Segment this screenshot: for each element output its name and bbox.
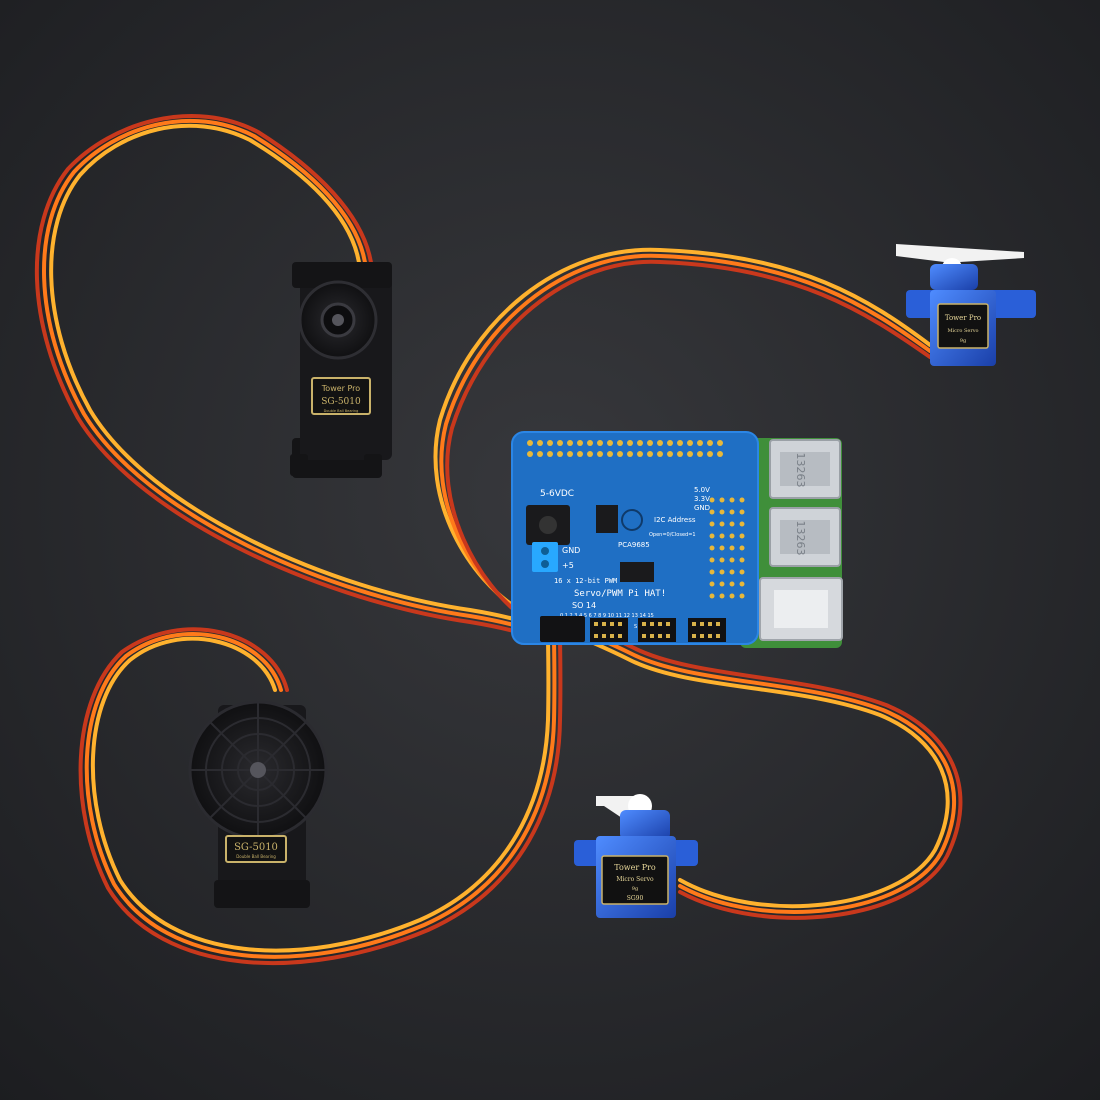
- servo-top-brand: Tower Pro: [321, 384, 361, 393]
- cable-bottom-left-servo: [78, 627, 563, 966]
- cable-top-left-servo: [34, 114, 547, 642]
- hat-title: Servo/PWM Pi HAT!: [574, 589, 666, 599]
- servo-hat-pcb: [512, 432, 758, 644]
- servo-top-note: Double Ball Bearing: [324, 409, 359, 413]
- terminal-gnd-label: GND: [562, 546, 580, 555]
- servo-label-top: [311, 377, 371, 415]
- proto-area: [709, 497, 745, 599]
- usb-code-1: 13263: [794, 453, 807, 488]
- chip-label: PCA9685: [618, 541, 650, 549]
- rail-5v-label: 5.0V: [694, 486, 710, 494]
- plugged-connectors: [540, 616, 585, 642]
- standard-servo-top-left: Tower Pro SG-5010 Double Ball Bearing: [290, 262, 392, 478]
- pca9685-chip: [620, 562, 654, 582]
- micro-bottom-line3: 9g: [632, 886, 639, 892]
- standard-servo-bottom-left: SG-5010 Double Ball Bearing: [188, 700, 328, 908]
- micro-bottom-line2: Micro Servo: [616, 876, 654, 883]
- channel-numbers: 0 1 2 3 4 5 6 7 8 9 10 11 12 13 14 15: [560, 613, 654, 619]
- rail-3v3-label: 3.3V: [694, 495, 710, 503]
- terminal-plus5-label: +5: [562, 561, 574, 570]
- micro-top-line3: 9g: [960, 338, 967, 344]
- servo-bottom-model: SG-5010: [234, 842, 278, 853]
- usb-code-2: 13263: [794, 521, 807, 556]
- power-input-label: 5-6VDC: [540, 489, 574, 499]
- micro-top-brand: Tower Pro: [945, 314, 981, 322]
- servo-cables: [34, 114, 963, 966]
- servo-header-blocks: [590, 618, 726, 642]
- raspberry-pi-with-servo-hat: 13263 13263: [511, 431, 843, 648]
- micro-servo-bottom: Tower Pro Micro Servo 9g SG90: [574, 794, 698, 918]
- micro-servo-top-right: Tower Pro Micro Servo 9g: [896, 244, 1036, 366]
- rail-gnd-label: GND: [694, 504, 710, 512]
- servo-bottom-note: Double Ball Bearing: [236, 854, 276, 859]
- channel-label: SO 14: [572, 601, 596, 610]
- jumper-note: Open=0/Closed=1: [649, 532, 696, 538]
- micro-servo-label-bottom: [601, 855, 669, 905]
- i2c-address-label: I2C Address: [654, 516, 696, 524]
- voltage-regulator: [596, 505, 618, 533]
- pwm-label: 16 x 12-bit PWM: [554, 577, 617, 585]
- gpio-header-holes: [527, 440, 723, 457]
- cable-bottom-micro-servo: [568, 618, 963, 920]
- micro-bottom-brand: Tower Pro: [614, 863, 656, 872]
- capacitor: [621, 509, 643, 531]
- micro-bottom-model: SG90: [627, 895, 644, 902]
- micro-top-line2: Micro Servo: [947, 328, 978, 334]
- screw-terminal: [532, 542, 558, 572]
- micro-servo-label-top: [937, 303, 989, 349]
- servo-label-bottom: [225, 835, 287, 863]
- micro-servo-arm-top: [896, 244, 1024, 272]
- servo-top-model: SG-5010: [321, 397, 361, 407]
